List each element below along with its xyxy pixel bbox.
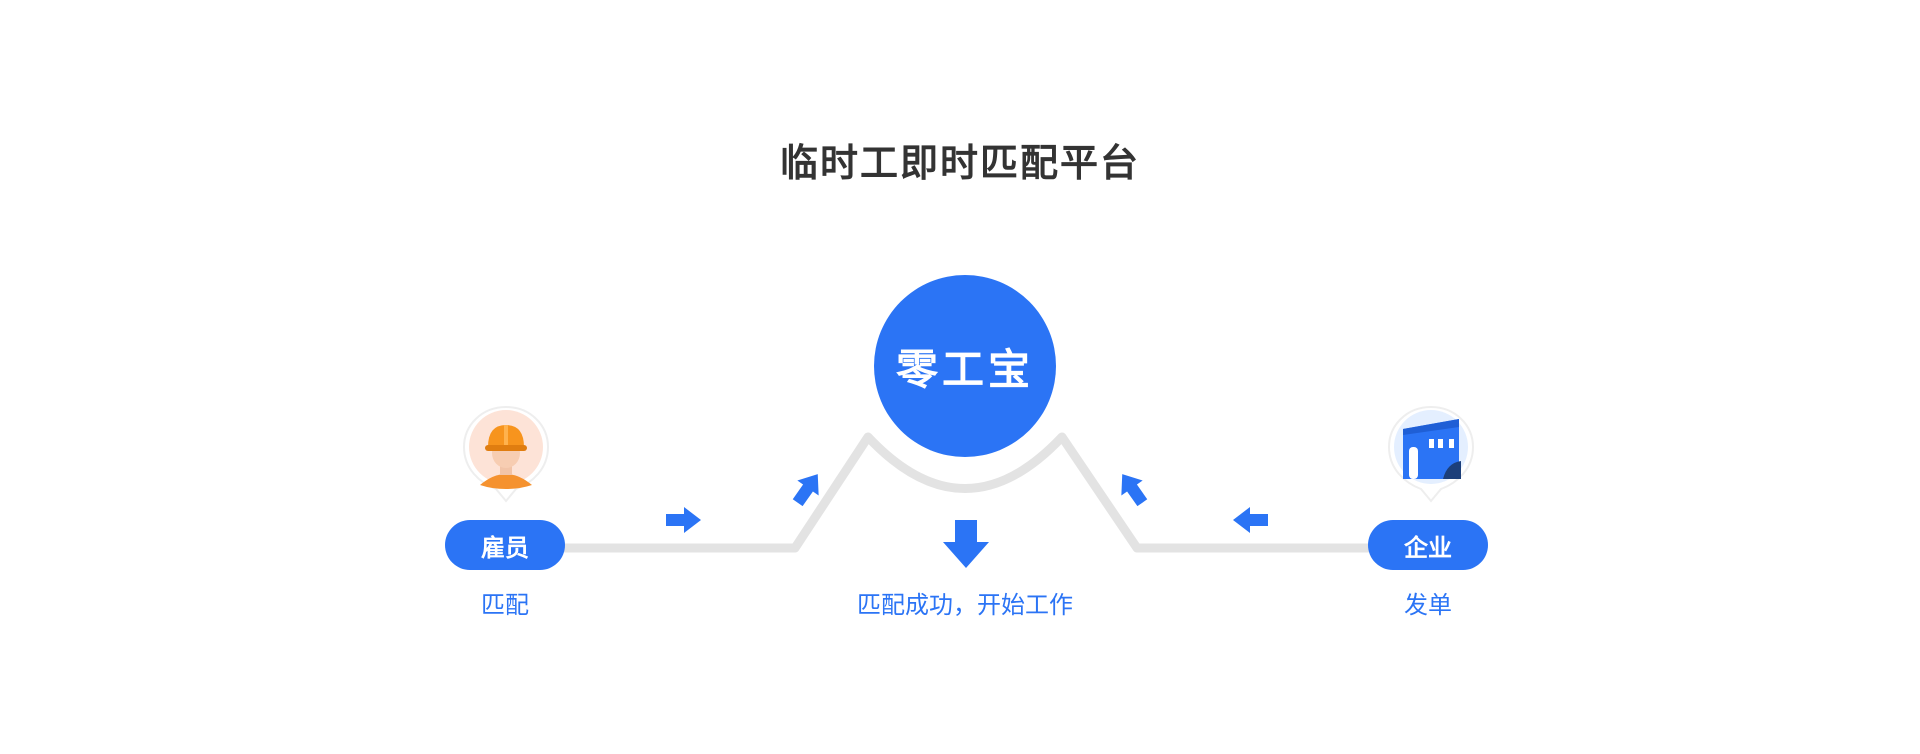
building-icon xyxy=(1387,405,1475,503)
worker-avatar-icon xyxy=(462,405,550,503)
employee-caption: 匹配 xyxy=(481,591,529,619)
arrow-right-icon xyxy=(666,507,701,533)
employer-pill-label: 企业 xyxy=(1404,533,1452,562)
arrow-up-right-icon xyxy=(792,474,819,507)
track-line xyxy=(560,432,1373,553)
hub-label: 零工宝 xyxy=(895,344,1034,394)
arrow-up-left-icon xyxy=(1121,474,1148,507)
employee-pill: 雇员 xyxy=(445,520,565,570)
employer-caption: 发单 xyxy=(1404,591,1452,619)
employee-pill-label: 雇员 xyxy=(481,533,529,562)
match-success-caption: 匹配成功，开始工作 xyxy=(857,591,1073,619)
employer-pill: 企业 xyxy=(1368,520,1488,570)
arrow-down-icon xyxy=(943,520,989,568)
arrow-left-icon xyxy=(1233,507,1268,533)
page-title: 临时工即时匹配平台 xyxy=(779,141,1140,185)
platform-hub: 零工宝 xyxy=(874,275,1056,457)
